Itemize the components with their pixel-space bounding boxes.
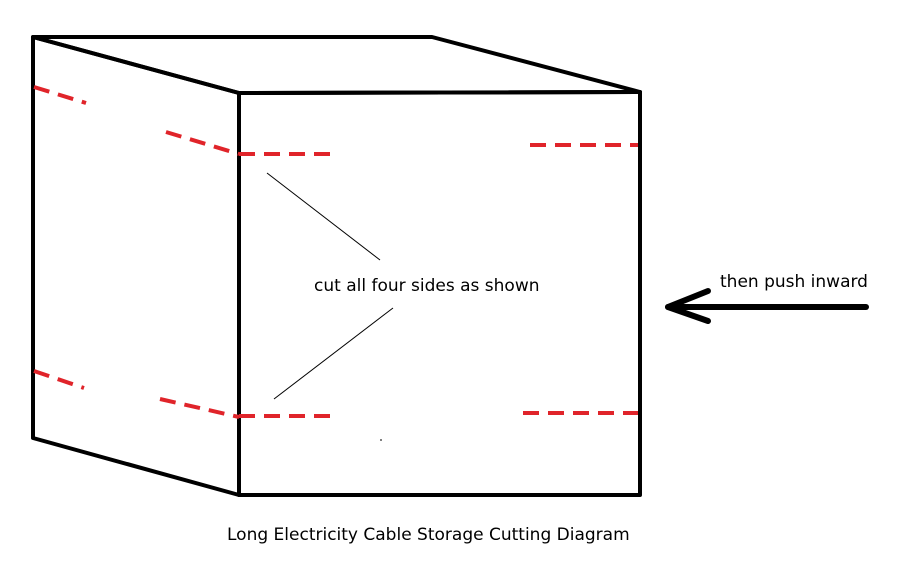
cut-lines bbox=[33, 85, 638, 419]
cut-instruction-label: cut all four sides as shown bbox=[314, 276, 540, 296]
upper-cut-line-left-side bbox=[33, 85, 87, 105]
upper-cut-line-left-side-near bbox=[165, 130, 240, 156]
box-outline bbox=[31, 35, 642, 497]
leader-line-upper bbox=[266, 172, 381, 261]
lower-cut-line-left-side-near bbox=[159, 397, 240, 419]
push-instruction-label: then push inward bbox=[720, 272, 868, 292]
diagram-caption: Long Electricity Cable Storage Cutting D… bbox=[227, 525, 630, 545]
leader-lines bbox=[266, 172, 394, 400]
leader-line-lower bbox=[273, 307, 394, 400]
left-arrow-icon bbox=[665, 288, 869, 324]
box-left-face bbox=[31, 35, 241, 497]
lower-cut-line-left-side bbox=[33, 369, 85, 390]
box-top-face bbox=[31, 35, 642, 95]
